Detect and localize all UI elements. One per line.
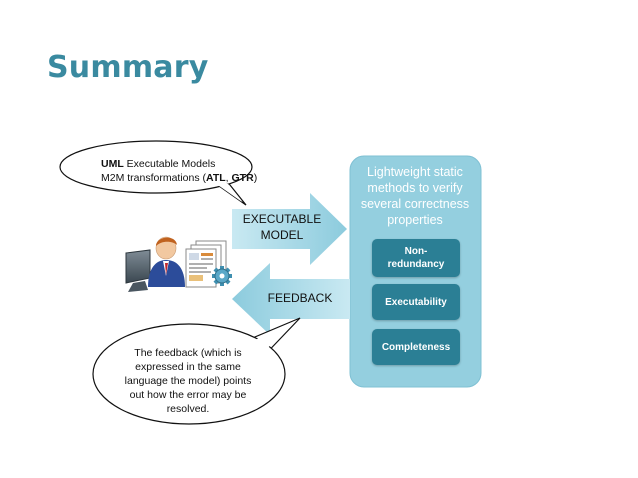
completeness-box: Completeness bbox=[372, 329, 460, 365]
executable-model-label: EXECUTABLE MODEL bbox=[236, 211, 328, 243]
bottom-speech-bubble bbox=[92, 317, 301, 425]
uml-label: UML bbox=[101, 158, 124, 170]
non-redundancy-line1: Non- bbox=[404, 246, 428, 257]
executability-box: Executability bbox=[372, 284, 460, 320]
bottom-callout-text: The feedback (which is expressed in the … bbox=[113, 346, 263, 416]
non-redundancy-box: Non- redundancy bbox=[372, 239, 460, 277]
callout-line-m2m: M2M transformations (ATL, GTR) bbox=[101, 171, 271, 185]
top-callout-text: UML Executable Models M2M transformation… bbox=[101, 157, 271, 185]
non-redundancy-line2: redundancy bbox=[387, 259, 445, 270]
panel-title-line3: several correctness bbox=[360, 197, 470, 211]
feedback-note-line5: resolved. bbox=[166, 403, 210, 415]
feedback-label: FEEDBACK bbox=[267, 291, 333, 305]
slide-title: Summary bbox=[47, 50, 209, 85]
panel-title: Lightweight static methods to verify sev… bbox=[355, 164, 475, 228]
documents-icon bbox=[185, 240, 227, 288]
feedback-note-line2: expressed in the same bbox=[135, 361, 241, 373]
panel-title-line1: Lightweight static bbox=[367, 165, 463, 179]
executable-models-label: Executable Models bbox=[123, 158, 216, 170]
callout-line-uml-models: UML Executable Models bbox=[101, 157, 271, 171]
executable-label-line1: EXECUTABLE bbox=[242, 212, 322, 226]
feedback-note-line3: language the model) points bbox=[124, 375, 252, 387]
top-speech-bubble bbox=[59, 140, 253, 206]
m2m-suffix: ) bbox=[253, 172, 258, 184]
gear-icon bbox=[212, 266, 232, 286]
executable-label-line2: MODEL bbox=[260, 228, 304, 242]
panel-title-line4: properties bbox=[387, 213, 443, 227]
gtr-label: GTR bbox=[231, 172, 254, 184]
m2m-prefix: M2M transformations ( bbox=[101, 172, 207, 184]
user-at-computer-icon bbox=[125, 236, 185, 292]
panel-title-line2: methods to verify bbox=[367, 181, 463, 195]
separator: , bbox=[225, 172, 232, 184]
feedback-note-line4: out how the error may be bbox=[129, 389, 247, 401]
executability-label: Executability bbox=[385, 296, 447, 308]
executable-model-arrow bbox=[232, 193, 347, 265]
atl-label: ATL bbox=[206, 172, 226, 184]
completeness-label: Completeness bbox=[381, 341, 451, 353]
feedback-note-line1: The feedback (which is bbox=[134, 347, 242, 359]
feedback-arrow bbox=[232, 263, 350, 335]
